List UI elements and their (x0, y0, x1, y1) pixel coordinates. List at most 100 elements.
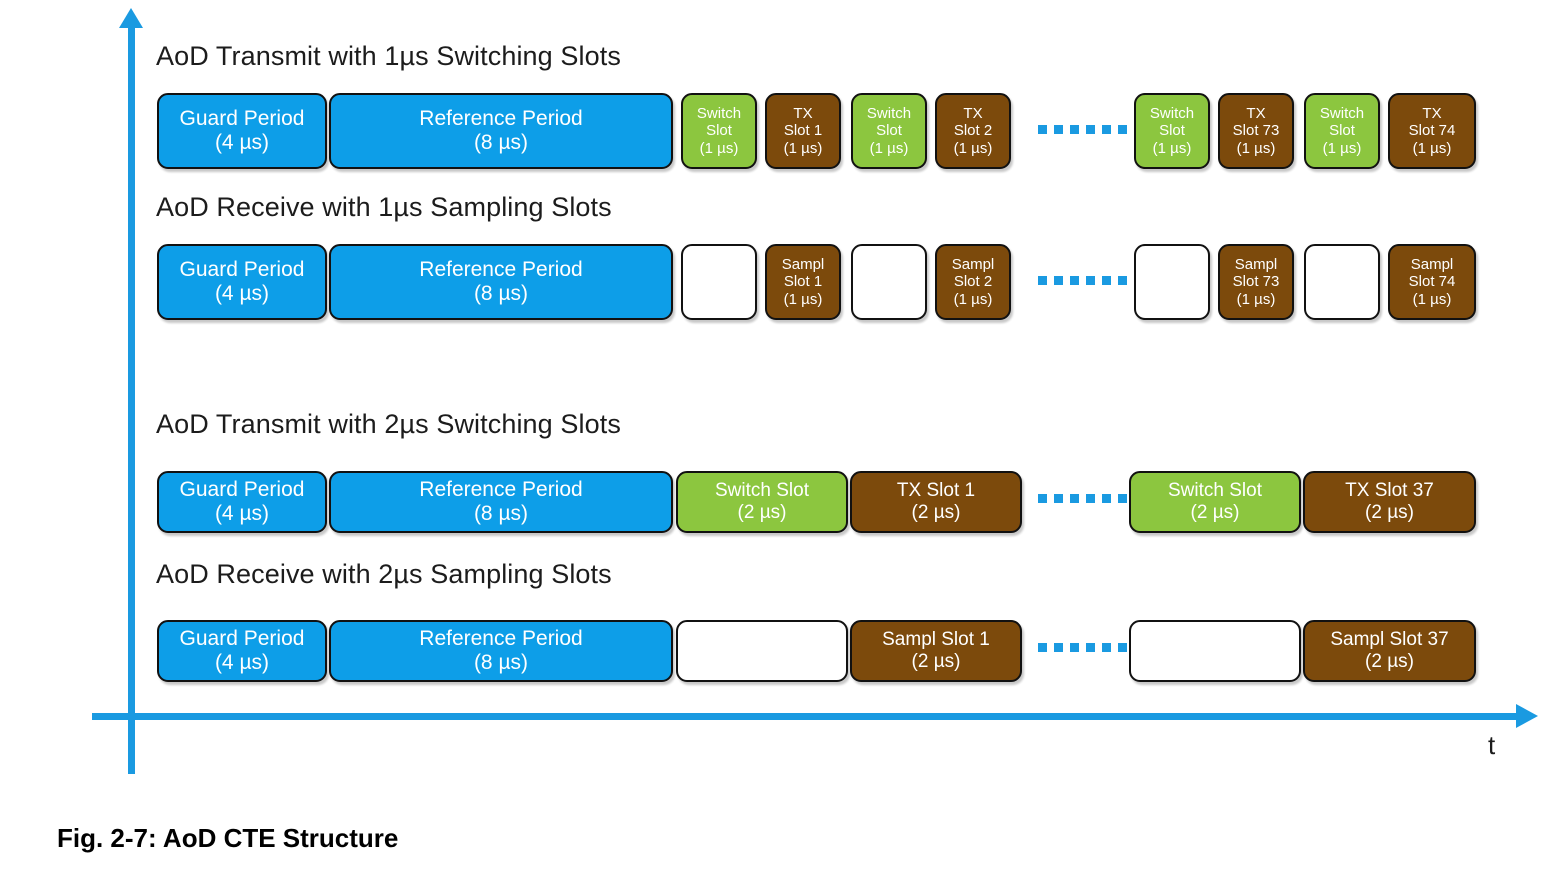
block-sampl-slot-37: Sampl Slot 37 (2 µs) (1303, 620, 1476, 682)
ellipsis-dots-row1 (1038, 125, 1127, 134)
block-label-line2: Slot (876, 122, 902, 140)
block-label-line2: (2 µs) (1365, 502, 1414, 523)
block-reference-period: Reference Period (8 µs) (329, 620, 673, 682)
block-label-line2: (8 µs) (473, 651, 529, 674)
block-label-line2: (2 µs) (911, 651, 961, 672)
block-label-line2: (2 µs) (737, 502, 787, 523)
block-label-line1: TX (1422, 104, 1442, 122)
block-label-line1: Sampl Slot 37 (1330, 628, 1449, 650)
block-label-line1: TX (793, 104, 813, 122)
block-switch-slot: Switch Slot (1 µs) (851, 93, 927, 169)
block-label-line1: Switch (866, 104, 912, 122)
block-label-line2: Slot 1 (783, 122, 823, 140)
block-label-line2: Slot (1329, 122, 1355, 140)
block-guard-period: Guard Period (4 µs) (157, 93, 327, 169)
block-tx-slot-37: TX Slot 37 (2 µs) (1303, 471, 1476, 533)
block-label-line2: (4 µs) (214, 502, 270, 525)
block-label-line1: TX (963, 104, 983, 122)
block-label-line3: (1 µs) (1412, 139, 1452, 157)
block-label-line3: (1 µs) (1412, 290, 1452, 308)
block-label-line1: Switch Slot (715, 479, 809, 501)
block-label-line1: Guard Period (179, 626, 305, 650)
block-tx-slot-74: TX Slot 74 (1 µs) (1388, 93, 1476, 169)
block-sampl-slot-1: Sampl Slot 1 (2 µs) (850, 620, 1022, 682)
block-label-line1: Switch Slot (1168, 479, 1262, 501)
block-switch-slot: Switch Slot (2 µs) (676, 471, 848, 533)
ellipsis-dots-row2 (1038, 276, 1127, 285)
block-sampl-slot-74: Sampl Slot 74 (1 µs) (1388, 244, 1476, 320)
block-label-line3: (1 µs) (783, 139, 823, 157)
block-label-line3: (1 µs) (953, 290, 993, 308)
block-reference-period: Reference Period (8 µs) (329, 471, 673, 533)
block-label-line1: Guard Period (179, 106, 305, 130)
block-label-line3: (1 µs) (1322, 139, 1362, 157)
block-label-line2: Slot 2 (953, 273, 993, 291)
block-label-line2: Slot (1159, 122, 1185, 140)
block-label-line2: (8 µs) (473, 502, 529, 525)
block-label-line2: (4 µs) (214, 651, 270, 674)
ellipsis-dots-row3 (1038, 494, 1127, 503)
block-label-line2: (4 µs) (214, 282, 270, 305)
block-reference-period: Reference Period (8 µs) (329, 244, 673, 320)
block-empty-slot (1304, 244, 1380, 320)
block-label-line1: Sampl (1410, 255, 1454, 273)
block-label-line2: (2 µs) (1365, 651, 1414, 672)
block-label-line1: TX (1246, 104, 1266, 122)
block-label-line2: (2 µs) (1190, 502, 1240, 523)
block-tx-slot-73: TX Slot 73 (1 µs) (1218, 93, 1294, 169)
block-label-line2: Slot 73 (1232, 273, 1280, 291)
block-guard-period: Guard Period (4 µs) (157, 244, 327, 320)
block-label-line3: (1 µs) (699, 139, 739, 157)
block-guard-period: Guard Period (4 µs) (157, 471, 327, 533)
x-axis-arrowhead-icon (1516, 704, 1538, 728)
block-sampl-slot-73: Sampl Slot 73 (1 µs) (1218, 244, 1294, 320)
block-label-line1: Reference Period (419, 477, 583, 501)
row-title-aod-transmit-2us: AoD Transmit with 2µs Switching Slots (156, 409, 621, 439)
figure-caption: Fig. 2-7: AoD CTE Structure (57, 823, 399, 853)
block-label-line3: (1 µs) (953, 139, 993, 157)
block-label-line2: Slot 74 (1408, 122, 1456, 140)
block-label-line2: Slot 2 (953, 122, 993, 140)
block-empty-slot (851, 244, 927, 320)
block-label-line1: Reference Period (419, 626, 583, 650)
block-switch-slot: Switch Slot (1 µs) (1304, 93, 1380, 169)
block-label-line3: (1 µs) (1236, 139, 1276, 157)
row-title-aod-transmit-1us: AoD Transmit with 1µs Switching Slots (156, 41, 621, 71)
block-label-line1: TX Slot 1 (896, 479, 976, 501)
block-label-line3: (1 µs) (1152, 139, 1192, 157)
block-sampl-slot-1: Sampl Slot 1 (1 µs) (765, 244, 841, 320)
block-label-line1: Guard Period (179, 477, 305, 501)
block-label-line2: Slot 1 (783, 273, 823, 291)
block-label-line2: (2 µs) (911, 502, 961, 523)
block-label-line1: Reference Period (419, 257, 583, 281)
block-label-line2: (8 µs) (473, 131, 529, 154)
block-label-line2: Slot (706, 122, 732, 140)
block-label-line1: Switch (1149, 104, 1195, 122)
block-label-line2: Slot 73 (1232, 122, 1280, 140)
row-title-aod-receive-1us: AoD Receive with 1µs Sampling Slots (156, 192, 612, 222)
block-guard-period: Guard Period (4 µs) (157, 620, 327, 682)
block-label-line2: (4 µs) (214, 131, 270, 154)
block-label-line1: Switch (696, 104, 742, 122)
block-label-line2: Slot 74 (1408, 273, 1456, 291)
block-empty-slot (681, 244, 757, 320)
y-axis-line (128, 26, 135, 774)
block-label-line1: Sampl (951, 255, 995, 273)
block-label-line3: (1 µs) (869, 139, 909, 157)
block-switch-slot: Switch Slot (1 µs) (681, 93, 757, 169)
block-switch-slot: Switch Slot (1 µs) (1134, 93, 1210, 169)
row-title-aod-receive-2us: AoD Receive with 2µs Sampling Slots (156, 559, 612, 589)
block-label-line1: Sampl (781, 255, 825, 273)
block-label-line1: Sampl (1234, 255, 1278, 273)
block-label-line2: (8 µs) (473, 282, 529, 305)
block-empty-slot (1134, 244, 1210, 320)
block-sampl-slot-2: Sampl Slot 2 (1 µs) (935, 244, 1011, 320)
block-label-line1: TX Slot 37 (1345, 479, 1434, 501)
block-tx-slot-1: TX Slot 1 (2 µs) (850, 471, 1022, 533)
x-axis-label: t (1488, 730, 1496, 760)
block-reference-period: Reference Period (8 µs) (329, 93, 673, 169)
block-switch-slot: Switch Slot (2 µs) (1129, 471, 1301, 533)
block-label-line1: Guard Period (179, 257, 305, 281)
block-label-line3: (1 µs) (783, 290, 823, 308)
